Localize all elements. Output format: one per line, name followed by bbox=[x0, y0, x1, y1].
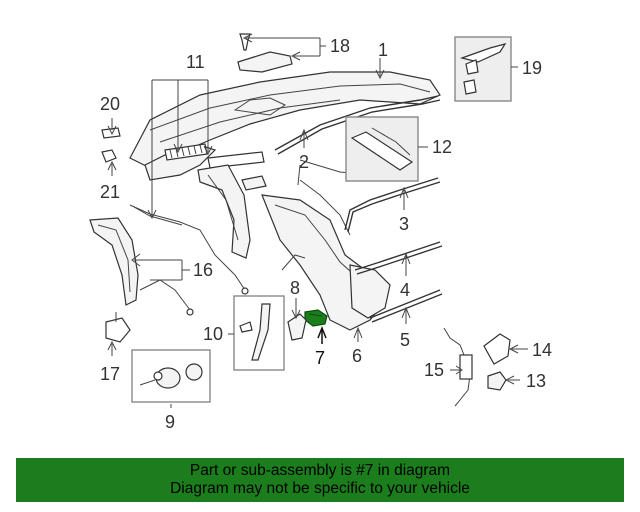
callout-13: 13 bbox=[526, 371, 546, 391]
callout-18: 18 bbox=[330, 36, 350, 56]
callout-15: 15 bbox=[424, 360, 444, 380]
callout-12: 12 bbox=[432, 137, 452, 157]
diagram-notice-banner: Part or sub-assembly is #7 in diagram Di… bbox=[16, 458, 624, 502]
quarter-trim bbox=[89, 217, 194, 316]
callout-2: 2 bbox=[299, 152, 309, 172]
part-18 bbox=[237, 33, 293, 73]
callout-3: 3 bbox=[399, 214, 409, 234]
callout-16: 16 bbox=[193, 260, 213, 280]
parts-diagram: 1 2 3 4 5 6 7 8 9 10 11 12 13 14 15 16 1… bbox=[89, 33, 552, 432]
box-19 bbox=[454, 36, 512, 102]
callout-9: 9 bbox=[165, 412, 175, 432]
callout-19: 19 bbox=[522, 58, 542, 78]
part-7-highlighted[interactable] bbox=[304, 309, 328, 327]
callout-5: 5 bbox=[400, 330, 410, 350]
box-10 bbox=[233, 295, 285, 371]
callout-11: 11 bbox=[186, 52, 205, 72]
callout-21: 21 bbox=[100, 182, 120, 202]
side-rail-assembly bbox=[261, 159, 391, 331]
box-12 bbox=[345, 116, 419, 182]
callout-10: 10 bbox=[203, 324, 223, 344]
part-8 bbox=[287, 313, 307, 341]
part-17 bbox=[105, 312, 131, 343]
notice-line-1: Part or sub-assembly is #7 in diagram bbox=[189, 462, 451, 479]
notice-line-2: Diagram may not be specific to your vehi… bbox=[170, 480, 470, 497]
callout-labels: 1 2 3 4 5 6 7 8 9 10 11 12 13 14 15 16 1… bbox=[100, 36, 552, 432]
leader-lines bbox=[107, 33, 528, 408]
callout-7: 7 bbox=[315, 348, 325, 368]
parts-13-14-15 bbox=[443, 327, 511, 407]
callout-8: 8 bbox=[290, 278, 300, 298]
callout-1: 1 bbox=[378, 40, 388, 60]
callout-17: 17 bbox=[100, 364, 120, 384]
callout-20: 20 bbox=[100, 94, 120, 114]
box-9 bbox=[131, 349, 211, 403]
callout-4: 4 bbox=[400, 280, 410, 300]
pillar-frame bbox=[197, 164, 267, 259]
callout-6: 6 bbox=[352, 346, 362, 366]
callout-14: 14 bbox=[532, 340, 552, 360]
cable bbox=[129, 204, 249, 295]
